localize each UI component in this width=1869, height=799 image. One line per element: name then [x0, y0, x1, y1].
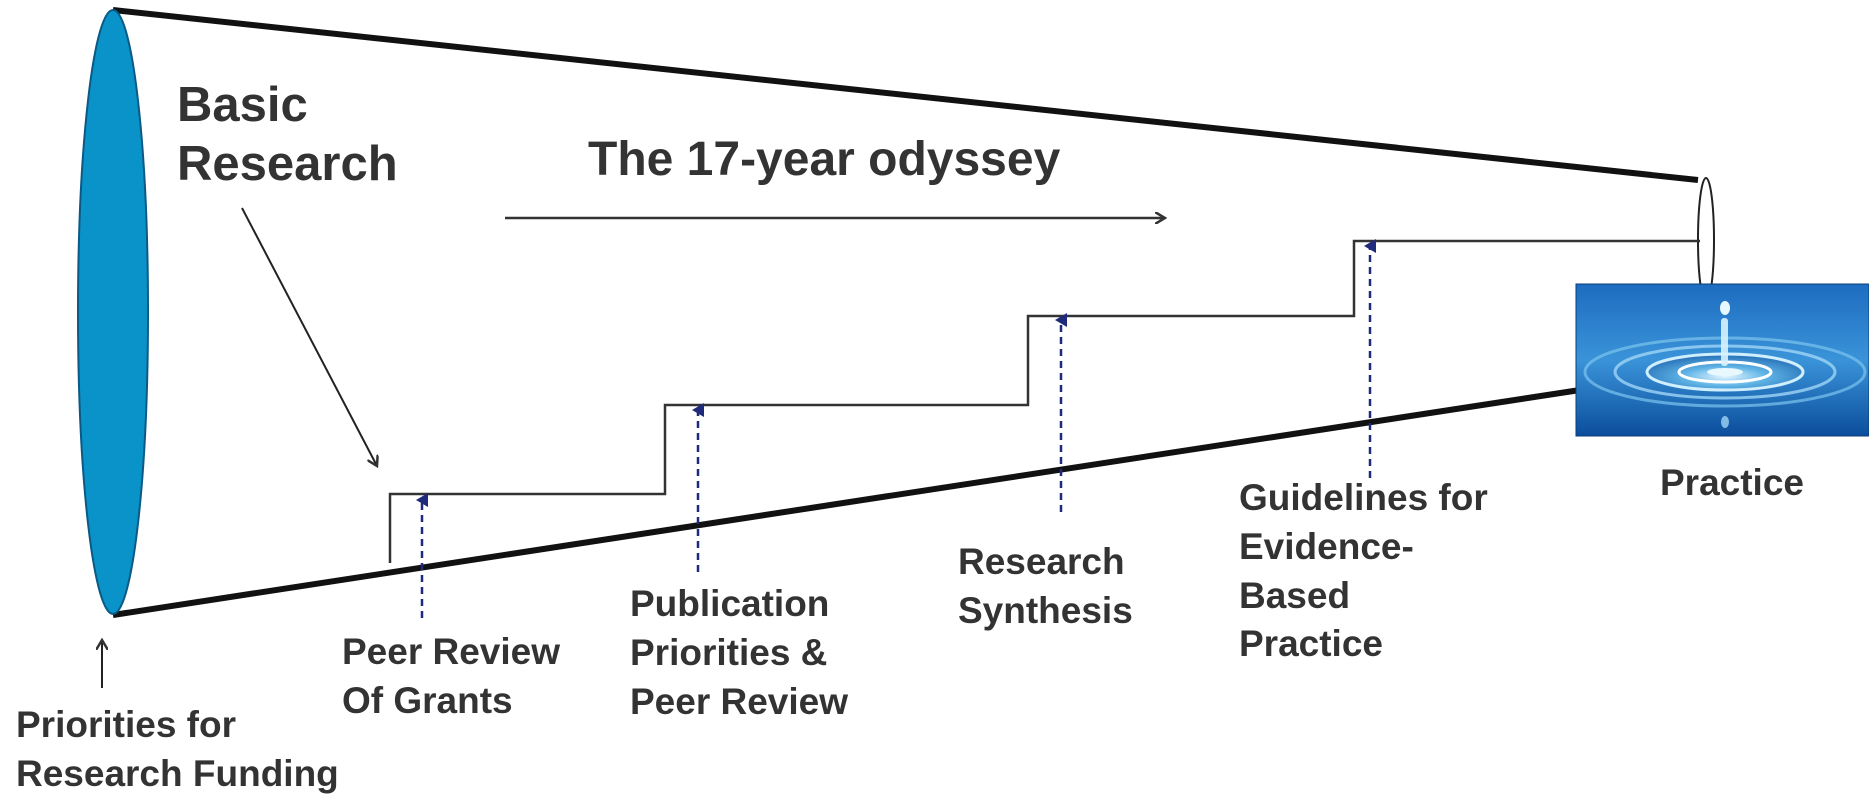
basic-research-arrow: [241, 207, 377, 466]
funnel-small-end: [1697, 177, 1715, 303]
practice-label: Practice: [1660, 462, 1804, 503]
funnel-top-edge: [112, 7, 1699, 183]
funnel-bottom-edge: [112, 387, 1581, 618]
stage-label-research-synthesis: Research Synthesis: [958, 541, 1133, 631]
diagram-title: The 17-year odyssey: [588, 133, 1061, 186]
water-droplet-image: [1575, 283, 1869, 437]
stage-label-guidelines: Guidelines for Evidence- Based Practice: [1239, 477, 1488, 665]
research-staircase: [388, 239, 1700, 563]
stage-label-publication: Publication Priorities & Peer Review: [630, 583, 849, 722]
stage-label-research-funding: Priorities for Research Funding: [16, 704, 339, 794]
basic-research-label: Basic Research: [177, 78, 398, 191]
funnel-wide-end-ellipse: [77, 9, 149, 615]
stage-label-peer-review-grants: Peer Review Of Grants: [342, 631, 561, 721]
